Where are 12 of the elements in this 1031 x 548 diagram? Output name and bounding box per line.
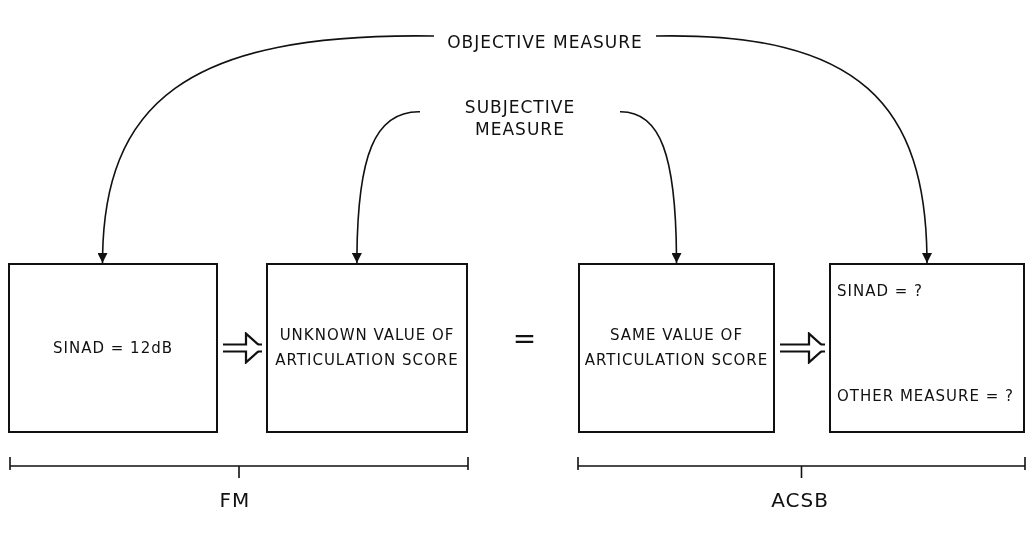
process-box [829,263,1025,433]
process-box [266,263,468,433]
process-box [8,263,218,433]
group-label: FM [218,488,252,512]
process-box [578,263,775,433]
node-text: SINAD = ? [837,281,924,302]
node-text: SINAD = 12dB [53,337,173,359]
node-text: SAME VALUE OF ARTICULATION SCORE [583,325,770,371]
node-text: OTHER MEASURE = ? [837,386,1015,408]
group-label: ACSB [770,488,830,512]
equals-sign: = [511,322,539,355]
node-text: UNKNOWN VALUE OF ARTICULATION SCORE [274,325,460,371]
